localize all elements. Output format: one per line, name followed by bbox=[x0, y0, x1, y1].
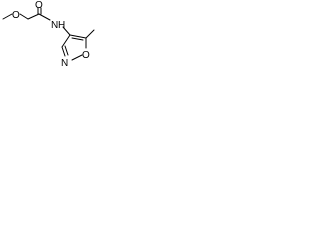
atom-ring-oxygen: O bbox=[82, 50, 90, 61]
atom-methoxy-oxygen: O bbox=[12, 10, 20, 21]
structure-canvas: O O N H O N bbox=[0, 0, 105, 80]
molecule-structure: O O N H O N bbox=[2, 0, 95, 69]
bond-c4-c5 bbox=[69, 34, 87, 39]
bond-carbonyl-n bbox=[38, 13, 51, 21]
atom-ring-nitrogen: N bbox=[61, 58, 68, 69]
bond-n-c3-b bbox=[64, 45, 69, 56]
bond-o-n bbox=[71, 54, 83, 61]
bond-ch2-carbonyl bbox=[27, 13, 40, 20]
atom-carbonyl-oxygen: O bbox=[35, 0, 43, 11]
bond-n-c3-a bbox=[61, 46, 66, 57]
bonds bbox=[2, 7, 95, 61]
atom-amide-nitrogen: N bbox=[51, 20, 58, 31]
atom-labels: O O N H O N bbox=[12, 0, 90, 69]
bond-n-c4 bbox=[62, 26, 71, 36]
bond-methyl-o bbox=[2, 13, 13, 20]
bond-c4-c5-inner bbox=[71, 37, 84, 41]
atom-amide-hydrogen: H bbox=[58, 20, 65, 31]
bond-o-ch2 bbox=[19, 13, 29, 20]
bond-c5-methyl bbox=[85, 29, 95, 39]
bond-c3-c4 bbox=[61, 34, 71, 48]
